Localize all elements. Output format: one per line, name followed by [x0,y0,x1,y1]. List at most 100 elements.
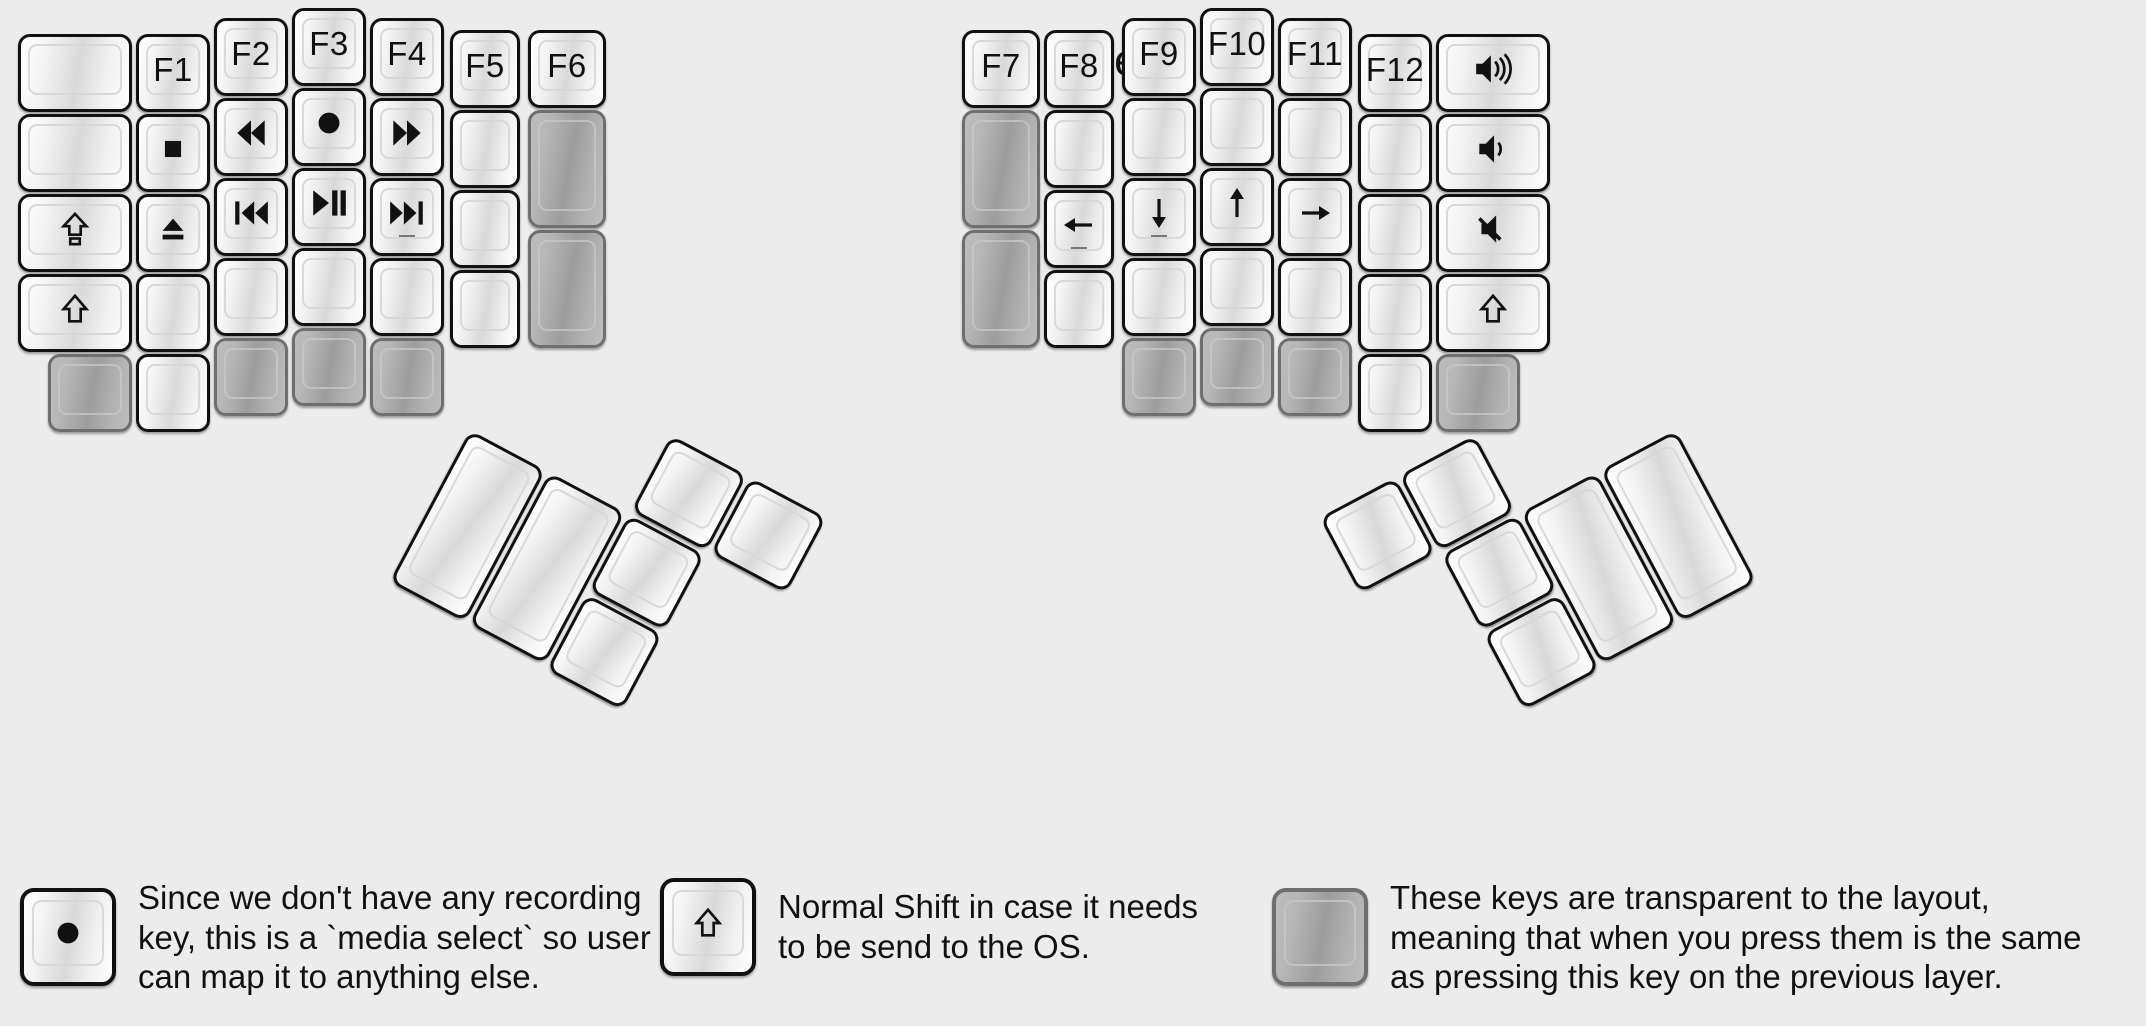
left-r3-c5[interactable] [370,178,444,256]
left-r4-c5[interactable] [370,258,444,336]
right-r2-c2[interactable] [1044,110,1114,188]
media-record-icon [311,105,347,141]
right-r5-c4[interactable] [1200,328,1274,406]
key-label: F2 [231,34,271,72]
volume-mute-icon [1473,209,1513,249]
right-r2-c3[interactable] [1122,98,1196,176]
right-r3-c3[interactable] [1122,178,1196,256]
key-label: F10 [1207,24,1267,62]
legend-normal-shift: Normal Shift in case it needs to be send… [660,878,1198,976]
key-label: F11 [1287,34,1343,72]
key-label: F1 [153,50,193,88]
right-r1-c7[interactable] [1436,34,1550,112]
left-r2-c7[interactable] [528,110,606,228]
legend-media-select-key[interactable] [20,888,116,987]
key-label: F12 [1365,50,1425,88]
left-r2-c5[interactable] [370,98,444,176]
key-secondary-marking [399,235,415,237]
right-r3-c1[interactable] [962,230,1040,348]
right-r5-c5[interactable] [1278,338,1352,416]
right-r2-c1[interactable] [962,110,1040,228]
left-r4-c2[interactable] [136,274,210,352]
left-r1-c1[interactable] [18,34,132,112]
right-r1-c4[interactable]: F10 [1200,8,1274,86]
left-r1-c5[interactable]: F4 [370,18,444,96]
left-r2-c2[interactable] [136,114,210,192]
legend-transparent-key[interactable] [1272,888,1368,987]
right-r1-c5[interactable]: F11 [1278,18,1352,96]
right-r2-c5[interactable] [1278,98,1352,176]
right-r1-c3[interactable]: F9 [1122,18,1196,96]
left-r1-c4[interactable]: F3 [292,8,366,86]
left-r5-c3[interactable] [214,338,288,416]
caps-lock-arrow-icon [57,209,93,249]
left-r4-c3[interactable] [214,258,288,336]
left-r2-c6[interactable] [450,110,520,188]
right-r4-c5[interactable] [1278,258,1352,336]
right-r5-c6[interactable] [1358,354,1432,432]
left-r5-c5[interactable] [370,338,444,416]
right-r3-c6[interactable] [1358,194,1432,272]
left-r3-c2[interactable] [136,194,210,272]
right-r4-c2[interactable] [1044,270,1114,348]
key-label: F3 [309,24,349,62]
left-r4-c1[interactable] [18,274,132,352]
arrow-up-icon [1218,183,1256,223]
volume-up-icon [1472,49,1514,89]
right-r2-c4[interactable] [1200,88,1274,166]
media-fast-forward-icon [387,113,427,153]
legend-normal-shift-key[interactable] [660,878,756,976]
right-r1-c1[interactable]: F7 [962,30,1040,108]
left-r3-c3[interactable] [214,178,288,256]
key-secondary-marking [1071,247,1087,249]
right-r5-c3[interactable] [1122,338,1196,416]
right-r3-c2[interactable] [1044,190,1114,268]
legend-transparent: These keys are transparent to the layout… [1272,878,2082,997]
right-r3-c4[interactable] [1200,168,1274,246]
left-r3-c1[interactable] [18,194,132,272]
arrow-left-icon [1059,206,1099,244]
left-r4-c4[interactable] [292,248,366,326]
shift-arrow-icon [1475,290,1511,328]
left-r2-c1[interactable] [18,114,132,192]
right-r2-c7[interactable] [1436,114,1550,192]
left-r5-c2[interactable] [136,354,210,432]
left-r5-c1[interactable] [48,354,132,432]
left-r3-c7[interactable] [528,230,606,348]
left-r1-c7[interactable]: F6 [528,30,606,108]
media-stop-icon [156,132,190,166]
key-label: F8 [1059,46,1099,84]
left-r3-c4[interactable] [292,168,366,246]
left-r4-c6[interactable] [450,270,520,348]
legend-media-select: Since we don't have any recording key, t… [20,878,651,997]
shift-arrow-icon [690,904,726,942]
right-r1-c2[interactable]: F8 [1044,30,1114,108]
legend-media-select-text: Since we don't have any recording key, t… [138,879,651,996]
key-label: F9 [1139,34,1179,72]
left-r1-c2[interactable]: F1 [136,34,210,112]
key-label: F5 [465,46,505,84]
left-r2-c3[interactable] [214,98,288,176]
right-r1-c6[interactable]: F12 [1358,34,1432,112]
left-r5-c4[interactable] [292,328,366,406]
right-r4-c6[interactable] [1358,274,1432,352]
right-r4-c4[interactable] [1200,248,1274,326]
legend-normal-shift-text: Normal Shift in case it needs to be send… [778,888,1199,965]
left-r3-c6[interactable] [450,190,520,268]
media-eject-icon [155,211,191,247]
right-r2-c6[interactable] [1358,114,1432,192]
left-r1-c3[interactable]: F2 [214,18,288,96]
media-record-icon [50,915,86,951]
left-r1-c6[interactable]: F5 [450,30,520,108]
arrow-right-icon [1295,194,1335,232]
right-r4-c7[interactable] [1436,274,1550,352]
right-r5-c7[interactable] [1436,354,1520,432]
shift-arrow-icon [57,290,93,328]
left-r2-c4[interactable] [292,88,366,166]
right-r3-c5[interactable] [1278,178,1352,256]
right-r3-c7[interactable] [1436,194,1550,272]
legend-transparent-text: These keys are transparent to the layout… [1390,879,2082,996]
right-r4-c3[interactable] [1122,258,1196,336]
arrow-down-icon [1140,193,1178,233]
key-label: F4 [387,34,427,72]
